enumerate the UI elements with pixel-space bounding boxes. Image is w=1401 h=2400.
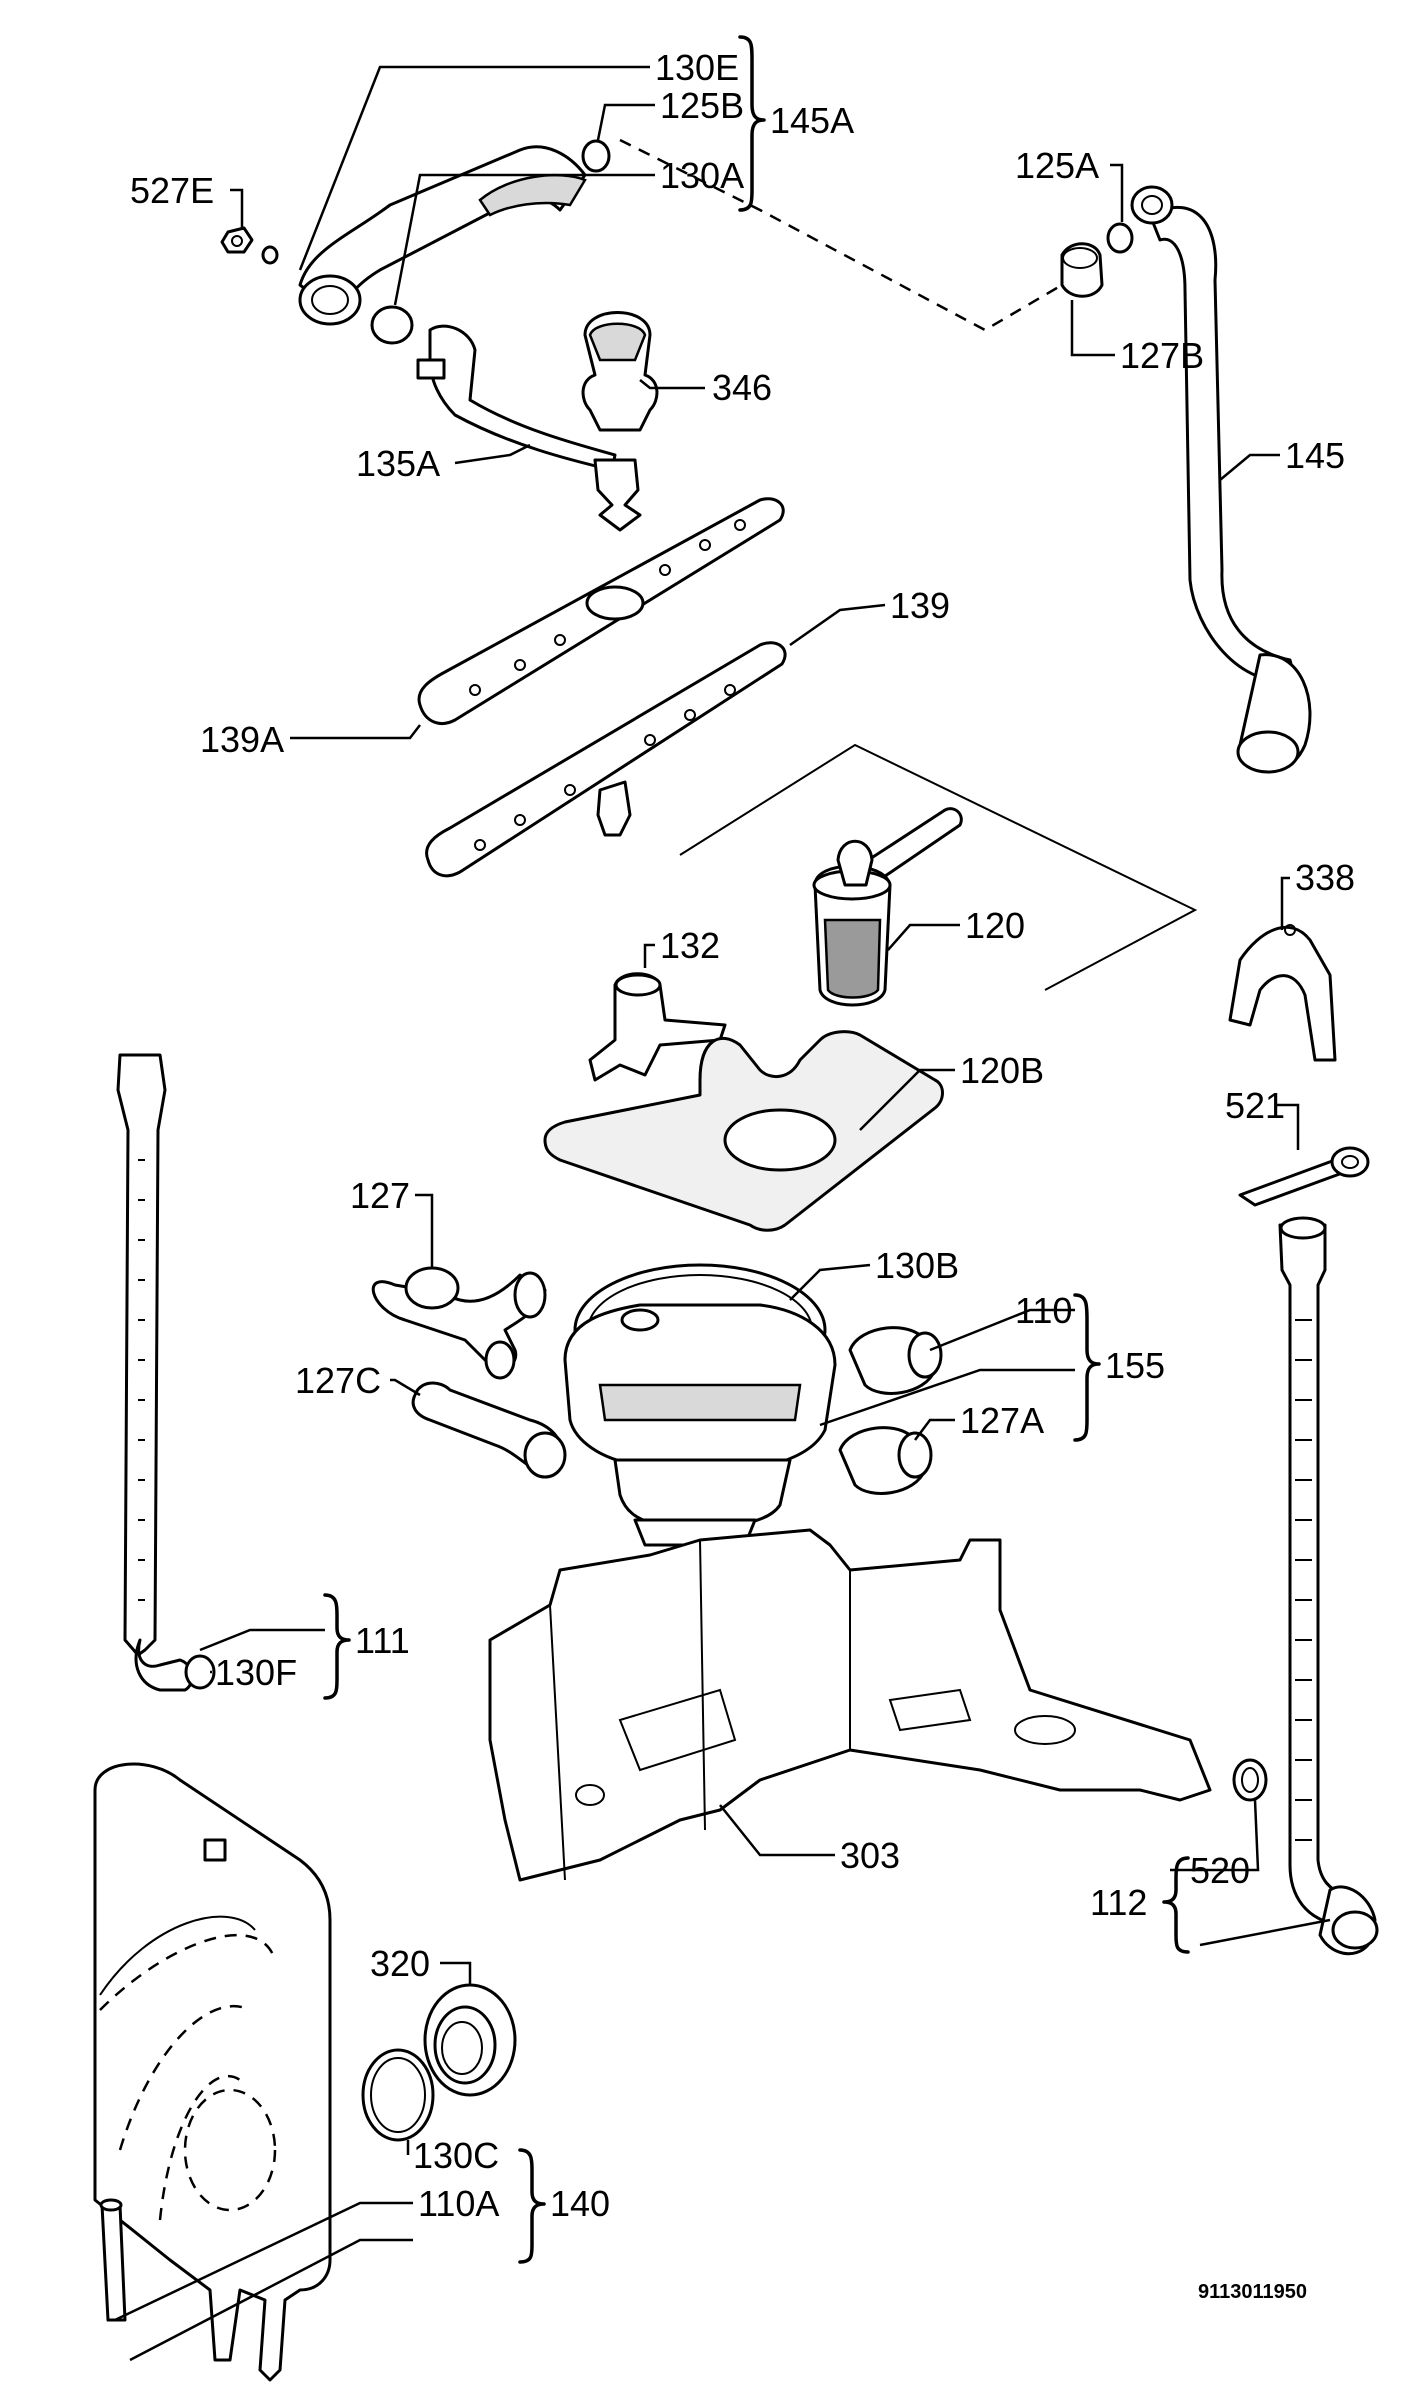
ring-130c <box>361 2048 435 2142</box>
brace-140 <box>518 2148 546 2264</box>
sleeve-127a <box>838 1426 933 1495</box>
label-125a: 125A <box>1015 145 1099 186</box>
label-127b: 127B <box>1120 335 1204 376</box>
label-130c: 130C <box>413 2135 499 2176</box>
dashed-link-pipe <box>619 138 1063 332</box>
filter-120 <box>812 807 963 1007</box>
label-520: 520 <box>1190 1850 1250 1891</box>
coarse-filter-120b <box>543 1030 944 1232</box>
label-155: 155 <box>1105 1345 1165 1386</box>
drain-hose-112 <box>1278 1216 1379 1956</box>
tag-521 <box>1238 1146 1370 1207</box>
label-110a: 110A <box>418 2183 499 2224</box>
label-130b: 130B <box>875 1245 959 1286</box>
label-527e: 527E <box>130 170 214 211</box>
salt-container-140 <box>93 1762 332 2382</box>
upper-spray-pipe <box>298 145 587 326</box>
label-140: 140 <box>550 2183 610 2224</box>
label-132: 132 <box>660 925 720 966</box>
hose-127c <box>411 1381 567 1479</box>
label-320: 320 <box>370 1943 430 1984</box>
label-127: 127 <box>350 1175 410 1216</box>
label-338: 338 <box>1295 857 1355 898</box>
seal-320 <box>423 1983 517 2097</box>
clip-520 <box>1232 1758 1268 1802</box>
label-120b: 120B <box>960 1050 1044 1091</box>
label-139a: 139A <box>200 719 284 760</box>
spray-arm-139a <box>417 497 785 725</box>
label-303: 303 <box>840 1835 900 1876</box>
sump-assembly <box>563 1263 837 1547</box>
hose-145 <box>1130 185 1312 774</box>
nozzle-346 <box>581 311 659 432</box>
connector-127b <box>1060 242 1104 298</box>
brace-145a <box>738 35 766 212</box>
label-139: 139 <box>890 585 950 626</box>
brace-111 <box>323 1593 351 1700</box>
seal-ring-125b <box>581 139 611 173</box>
label-127c: 127C <box>295 1360 381 1401</box>
leader-lines <box>114 65 1331 2362</box>
label-130f: 130F <box>215 1652 297 1693</box>
label-110: 110 <box>1015 1290 1072 1331</box>
brace-112 <box>1162 1856 1190 1954</box>
part-132 <box>588 972 727 1082</box>
hose-127 <box>371 1266 547 1380</box>
spray-arm-139 <box>425 641 787 878</box>
o-ring-130a <box>370 305 414 345</box>
label-125b: 125B <box>660 85 744 126</box>
label-145a: 145A <box>770 100 854 141</box>
label-127a: 127A <box>960 1400 1044 1441</box>
label-120: 120 <box>965 905 1025 946</box>
callout-labels: 130E 125B 145A 130A 527E 125A 127B 346 1… <box>130 47 1355 2303</box>
label-145: 145 <box>1285 435 1345 476</box>
hose-111 <box>116 1053 216 1692</box>
label-111: 111 <box>355 1620 410 1661</box>
upper-spray-arm-135a <box>416 324 642 532</box>
drawing-number: 9113011950 <box>1198 2281 1307 2303</box>
label-135a: 135A <box>356 443 440 484</box>
label-130e: 130E <box>655 47 739 88</box>
sleeve-110 <box>848 1326 943 1395</box>
brace-155 <box>1073 1293 1101 1442</box>
label-521: 521 <box>1225 1085 1285 1126</box>
label-112: 112 <box>1090 1882 1147 1923</box>
part-338 <box>1228 924 1337 1062</box>
label-130a: 130A <box>660 155 744 196</box>
nut-527e <box>220 226 254 254</box>
base-303 <box>488 1528 1212 1882</box>
label-346: 346 <box>712 367 772 408</box>
filter-group-outline <box>679 743 1198 991</box>
seal-125a <box>1106 222 1134 254</box>
o-ring-small <box>261 245 279 265</box>
